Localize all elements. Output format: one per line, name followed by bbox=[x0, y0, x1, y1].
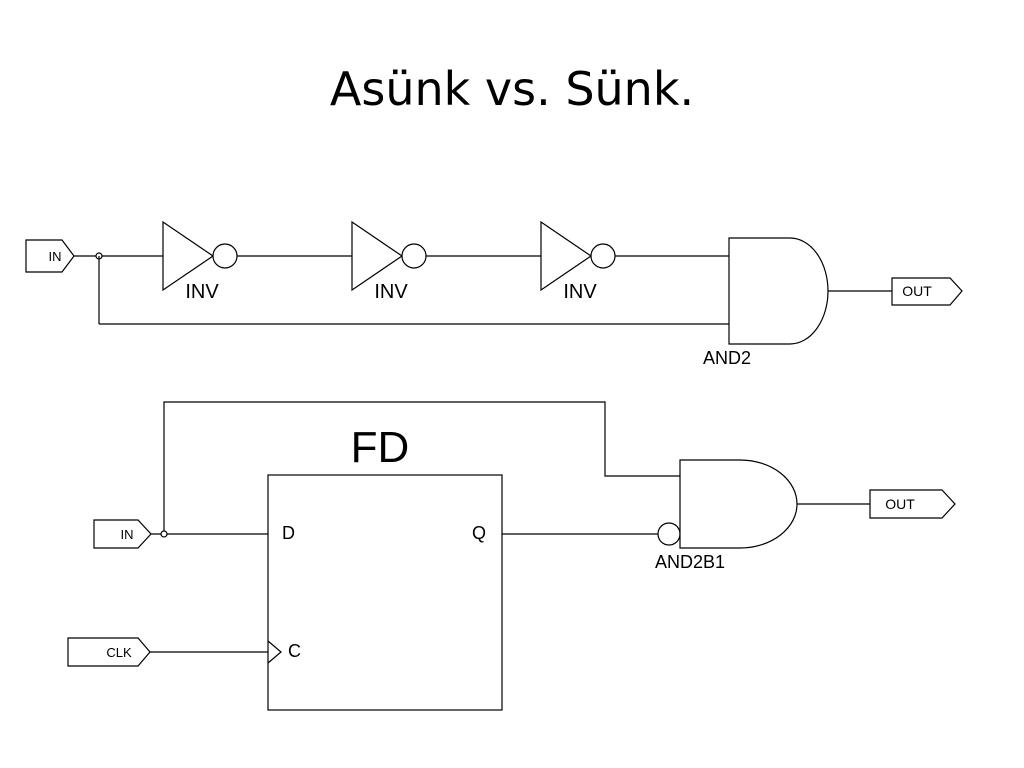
clock-port-label: CLK bbox=[106, 645, 132, 660]
inverter-2-label: INV bbox=[374, 281, 408, 303]
slide-title: Asünk vs. Sünk. bbox=[329, 62, 695, 116]
async-output-label: OUT bbox=[902, 283, 932, 299]
fd-flipflop: FD D Q C bbox=[267, 423, 503, 711]
pin-q-label: Q bbox=[472, 523, 486, 543]
async-output-port: OUT bbox=[891, 277, 963, 306]
clock-port: CLK bbox=[67, 637, 151, 667]
pin-c-label: C bbox=[288, 641, 301, 661]
sync-output-port: OUT bbox=[869, 489, 956, 519]
sync-input-label: IN bbox=[121, 527, 134, 542]
sync-input-port: IN bbox=[93, 519, 152, 549]
and2-label: AND2 bbox=[703, 348, 751, 368]
and2-gate: AND2 bbox=[703, 237, 829, 368]
and2b1-gate: AND2B1 bbox=[655, 459, 798, 572]
junction-dot bbox=[160, 530, 168, 538]
pin-d-label: D bbox=[282, 523, 295, 543]
inverter-2: INV bbox=[351, 220, 427, 303]
sync-circuit: IN FD D Q C CLK AND2B1 OUT bbox=[67, 401, 956, 711]
and2b1-label: AND2B1 bbox=[655, 552, 725, 572]
inverter-1-label: INV bbox=[185, 281, 219, 303]
sync-output-label: OUT bbox=[885, 496, 915, 512]
async-input-port: IN bbox=[25, 239, 75, 273]
fd-title: FD bbox=[351, 423, 410, 472]
inverter-3: INV bbox=[540, 220, 616, 303]
inverter-3-label: INV bbox=[563, 281, 597, 303]
async-circuit: IN INV INV INV AND2 bbox=[25, 220, 963, 368]
async-input-label: IN bbox=[49, 249, 62, 264]
inverter-1: INV bbox=[162, 220, 238, 303]
